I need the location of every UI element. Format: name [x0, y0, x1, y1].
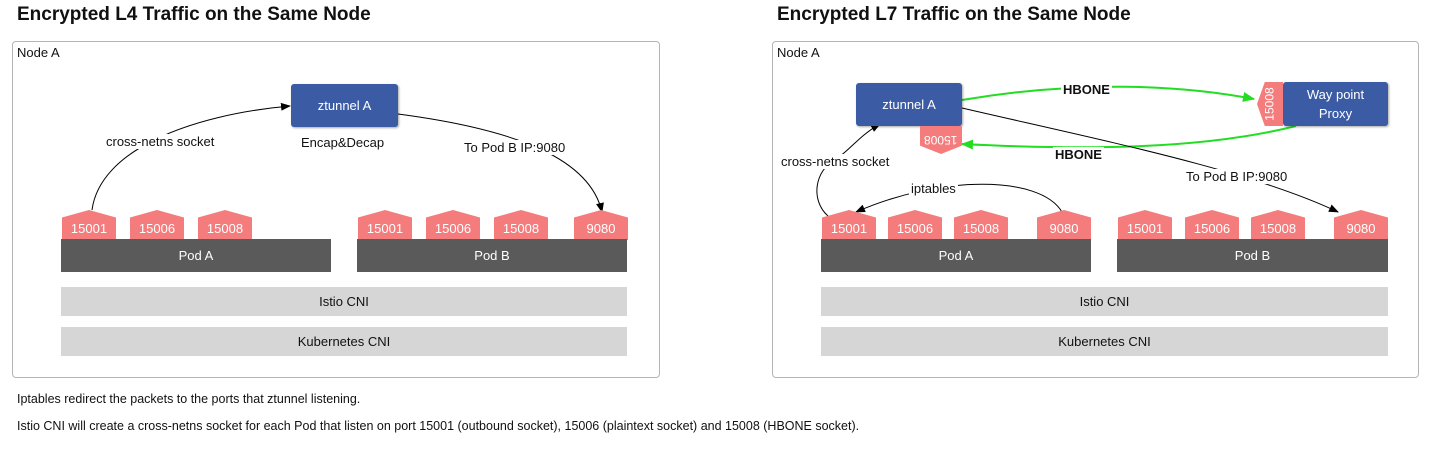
port-9080: 9080: [1037, 210, 1091, 240]
port-15001: 15001: [822, 210, 876, 240]
waypoint-label-line2: Proxy: [1318, 106, 1353, 121]
note-istio-cni: Istio CNI will create a cross-netns sock…: [17, 419, 860, 433]
port-15001: 15001: [1118, 210, 1172, 240]
pod-b-label: Pod B: [474, 248, 510, 263]
note-iptables: Iptables redirect the packets to the por…: [17, 392, 361, 406]
iptables-arrow: [855, 183, 1063, 213]
port-label: 15008: [502, 221, 540, 236]
port-label: 15006: [1193, 221, 1231, 236]
pod-a-label: Pod A: [938, 248, 974, 263]
waypoint-port-15008: 15008: [1257, 82, 1283, 126]
port-label: 15008: [962, 221, 1000, 236]
port-15001: 15001: [62, 210, 116, 240]
ztunnel-port-15008: 15008: [920, 126, 962, 154]
port-15006: 15006: [426, 210, 480, 240]
pod-a-bar: Pod A: [61, 239, 331, 272]
istio-cni-label: Istio CNI: [319, 294, 369, 309]
ztunnel-caption: Encap&Decap: [301, 135, 385, 150]
port-9080: 9080: [574, 210, 628, 240]
pod-a-label: Pod A: [178, 248, 214, 263]
istio-cni-bar: Istio CNI: [61, 287, 627, 316]
port-label: 15008: [206, 221, 244, 236]
right-diagram-title: Encrypted L7 Traffic on the Same Node: [777, 4, 1131, 25]
pod-a-bar: Pod A: [821, 239, 1091, 272]
port-15006: 15006: [1185, 210, 1239, 240]
hbone-bottom-arrow: [961, 125, 1297, 150]
port-label: 15001: [70, 221, 108, 236]
port-label: 15006: [138, 221, 176, 236]
pod-b-bar: Pod B: [357, 239, 627, 272]
istio-cni-label: Istio CNI: [1079, 294, 1130, 309]
ztunnel-label: ztunnel A: [882, 97, 936, 112]
port-9080: 9080: [1334, 210, 1388, 240]
to-pod-b-label: To Pod B IP:9080: [462, 140, 568, 155]
ztunnel-box: ztunnel A: [856, 83, 962, 126]
port-15008: 15008: [954, 210, 1008, 240]
pod-b-label: Pod B: [1234, 248, 1271, 263]
port-label: 15008: [924, 133, 958, 147]
port-15008: 15008: [1251, 210, 1305, 240]
left-diagram-title: Encrypted L4 Traffic on the Same Node: [17, 4, 371, 25]
port-label: 9080: [1346, 221, 1376, 236]
port-label: 15008: [1263, 87, 1277, 121]
port-15006: 15006: [130, 210, 184, 240]
kubernetes-cni-label: Kubernetes CNI: [297, 334, 391, 349]
port-label: 15008: [1259, 221, 1297, 236]
hbone-bottom-label: HBONE: [1053, 147, 1104, 162]
node-label: Node A: [777, 45, 820, 60]
cross-netns-label: cross-netns socket: [104, 134, 217, 149]
port-15006: 15006: [888, 210, 942, 240]
port-label: 15006: [434, 221, 472, 236]
port-15008: 15008: [494, 210, 548, 240]
port-label: 15001: [1126, 221, 1164, 236]
port-15001: 15001: [358, 210, 412, 240]
cross-netns-label: cross-netns socket: [779, 154, 892, 169]
port-label: 15006: [896, 221, 934, 236]
node-label: Node A: [17, 45, 60, 60]
to-pod-b-label: To Pod B IP:9080: [1184, 169, 1290, 184]
port-label: 9080: [1049, 221, 1079, 236]
port-label: 9080: [586, 221, 616, 236]
hbone-top-label: HBONE: [1061, 82, 1112, 97]
ztunnel-box: ztunnel A: [291, 84, 398, 127]
waypoint-proxy-box: Way point Proxy: [1283, 82, 1388, 126]
ztunnel-label: ztunnel A: [317, 98, 372, 113]
port-15008: 15008: [198, 210, 252, 240]
kubernetes-cni-bar: Kubernetes CNI: [61, 327, 627, 356]
kubernetes-cni-label: Kubernetes CNI: [1058, 334, 1151, 349]
kubernetes-cni-bar: Kubernetes CNI: [821, 327, 1388, 356]
right-cross-netns-arrow: [816, 123, 881, 217]
iptables-label: iptables: [909, 181, 958, 196]
pod-b-bar: Pod B: [1117, 239, 1388, 272]
port-label: 15001: [366, 221, 404, 236]
istio-cni-bar: Istio CNI: [821, 287, 1388, 316]
port-label: 15001: [830, 221, 868, 236]
waypoint-label-line1: Way point: [1306, 87, 1365, 102]
